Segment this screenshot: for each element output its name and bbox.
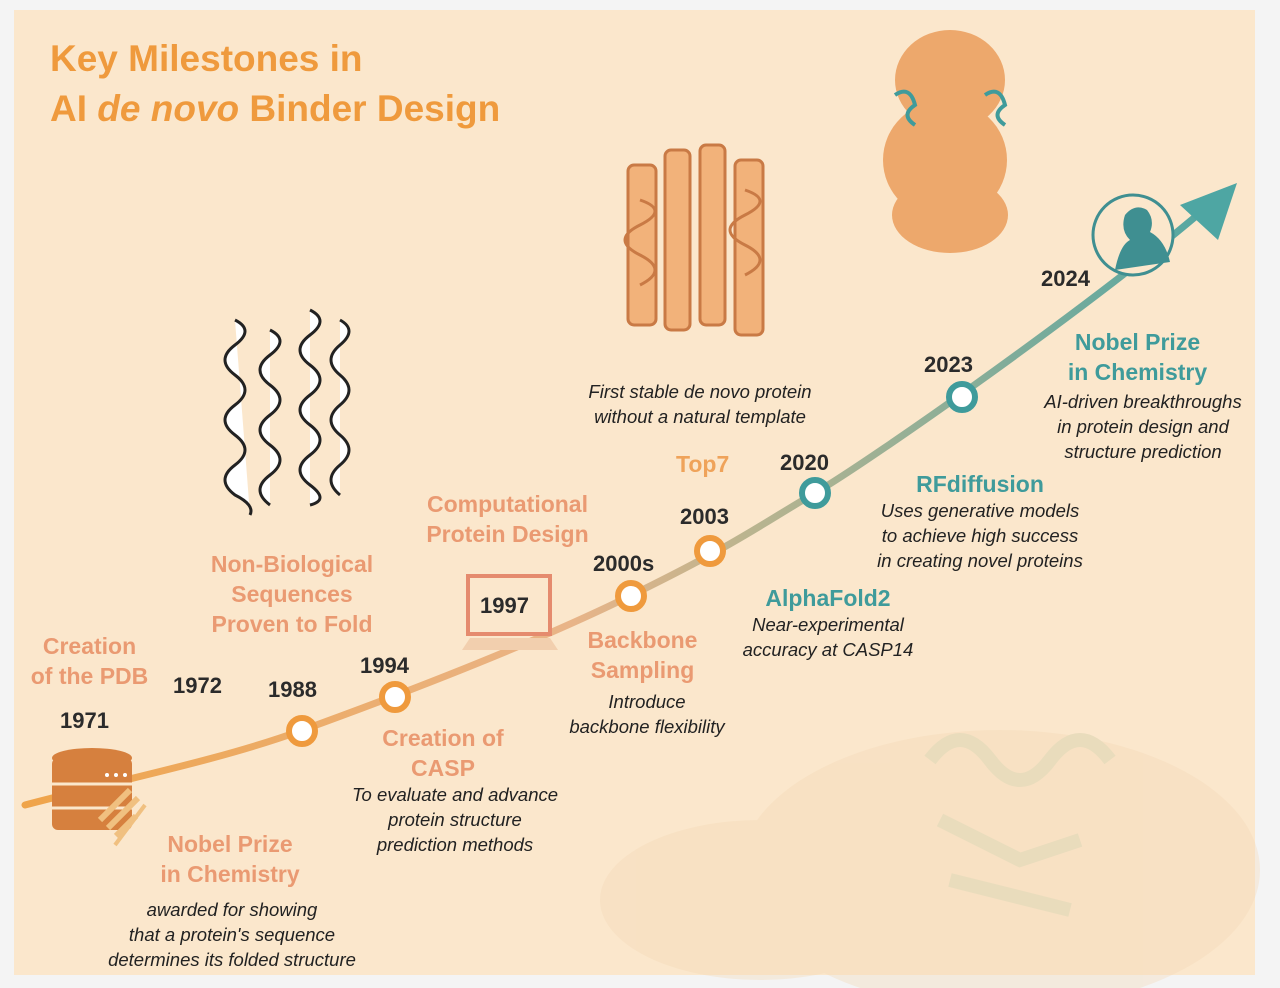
title-line-1: Key Milestones in — [50, 38, 363, 79]
milestone-2023-title: RFdiffusion — [916, 471, 1044, 497]
text-line: Creation — [42, 633, 137, 659]
text-line: that a protein's sequence — [128, 924, 336, 945]
node-2000s — [615, 580, 647, 612]
year-1994: 1994 — [360, 653, 409, 678]
dna-hand-icon — [97, 787, 147, 847]
milestone-1971-title: Creation of the PDB — [22, 631, 157, 691]
milestone-2024-title: Nobel Prize in Chemistry — [1050, 327, 1225, 387]
node-1994 — [379, 681, 411, 713]
text-line: Computational — [427, 491, 588, 517]
year-2023: 2023 — [924, 352, 973, 377]
milestone-2020-desc: Near-experimental accuracy at CASP14 — [718, 612, 938, 662]
text-line: awarded for showing — [146, 899, 318, 920]
text-line: AI-driven breakthroughs — [1044, 391, 1242, 412]
text-line: To evaluate and advance — [351, 784, 559, 805]
text-line: in Chemistry — [1067, 359, 1208, 385]
text-line: accuracy at CASP14 — [742, 639, 914, 660]
year-1997: 1997 — [480, 593, 529, 618]
laptop-icon — [462, 574, 558, 650]
milestone-2003-desc: First stable de novo protein without a na… — [560, 379, 840, 429]
text-line: in protein design and — [1057, 416, 1229, 437]
year-1988: 1988 — [268, 677, 317, 702]
arrow-head-icon — [1180, 183, 1237, 240]
text-line: prediction methods — [376, 834, 534, 855]
text-line: Nobel Prize — [1074, 329, 1201, 355]
top7-protein-illustration — [623, 143, 765, 337]
background-protein-watermark — [600, 730, 1260, 988]
text-line: to achieve high success — [881, 525, 1079, 546]
node-2020 — [799, 477, 831, 509]
node-2023 — [946, 381, 978, 413]
text-line: of the PDB — [30, 663, 149, 689]
title-line-2: AI de novo Binder Design — [50, 84, 500, 134]
text-line: protein structure — [388, 809, 522, 830]
milestone-2020-title: AlphaFold2 — [765, 585, 891, 611]
milestone-2023-desc: Uses generative models to achieve high su… — [850, 498, 1110, 573]
helix-bundle-illustration — [223, 308, 351, 516]
text-line: Uses generative models — [880, 500, 1080, 521]
text-line: Non-Biological — [210, 551, 374, 577]
year-2000s: 2000s — [593, 551, 655, 576]
text-line: Proven to Fold — [211, 611, 373, 637]
text-line: Nobel Prize — [167, 831, 293, 857]
milestone-1972-title: Nobel Prize in Chemistry — [140, 829, 320, 889]
text-line: CASP — [411, 755, 475, 781]
text-line: without a natural template — [594, 406, 806, 427]
page-title: Key Milestones in AI de novo Binder Desi… — [50, 34, 500, 134]
text-line: Protein Design — [426, 521, 589, 547]
year-2003: 2003 — [680, 504, 729, 529]
title-suffix: Binder Design — [239, 88, 501, 129]
milestone-2003-title: Top7 — [676, 451, 730, 477]
node-2003 — [694, 535, 726, 567]
text-line: Backbone — [587, 627, 698, 653]
year-2024: 2024 — [1041, 266, 1090, 291]
text-line: in Chemistry — [160, 861, 300, 887]
milestone-1994-desc: To evaluate and advance protein structure… — [325, 782, 585, 857]
text-line: structure prediction — [1064, 441, 1222, 462]
text-line: backbone flexibility — [569, 716, 725, 737]
title-prefix: AI — [50, 88, 98, 129]
milestone-1972-desc: awarded for showing that a protein's sequ… — [82, 897, 382, 972]
node-1988 — [286, 715, 318, 747]
text-line: Sampling — [590, 657, 695, 683]
text-line: First stable de novo protein — [588, 381, 812, 402]
year-2020: 2020 — [780, 450, 829, 475]
milestone-2000s-desc: Introduce backbone flexibility — [547, 689, 747, 739]
text-line: Near-experimental — [752, 614, 904, 635]
milestone-2024-desc: AI-driven breakthroughs in protein design… — [1023, 389, 1263, 464]
milestone-1994-title: Creation of CASP — [363, 723, 523, 783]
text-line: Sequences — [231, 581, 353, 607]
text-line: determines its folded structure — [108, 949, 356, 970]
rfdiffusion-protein-illustration — [883, 30, 1008, 253]
title-italic: de novo — [97, 88, 240, 129]
nobel-medal-icon — [1091, 193, 1175, 277]
year-1972: 1972 — [173, 673, 222, 698]
text-line: in creating novel proteins — [877, 550, 1083, 571]
text-line: Introduce — [608, 691, 686, 712]
year-1971: 1971 — [60, 708, 109, 733]
text-line: Creation of — [382, 725, 504, 751]
